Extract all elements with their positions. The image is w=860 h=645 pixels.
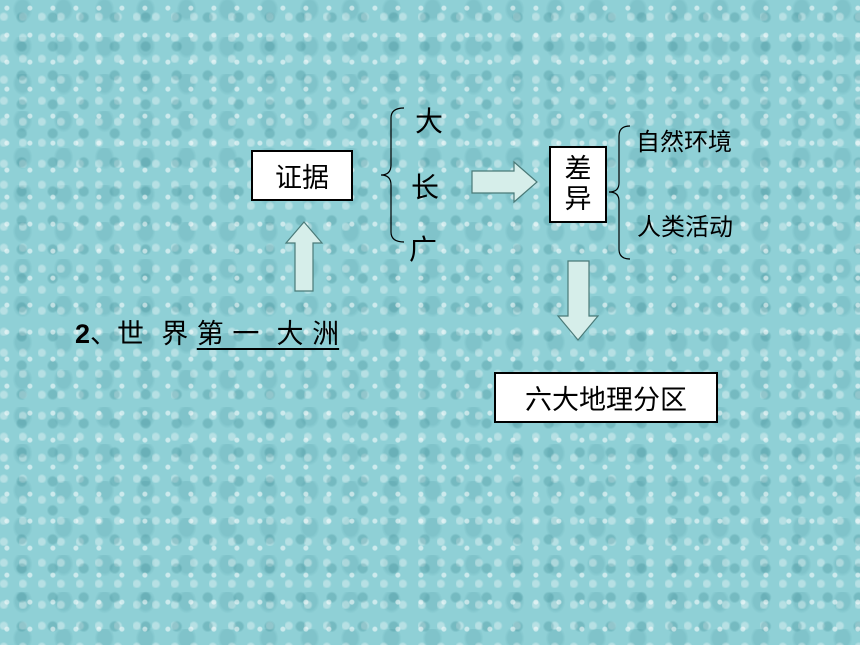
difference-label-bottom: 异 xyxy=(564,183,592,215)
arrow-up xyxy=(284,221,324,292)
brace-factors xyxy=(608,125,631,260)
evidence-box: 证据 xyxy=(251,150,353,201)
brace-features xyxy=(380,107,405,243)
heading-plain: 、世 界 xyxy=(90,319,197,350)
regions-label: 六大地理分区 xyxy=(525,385,687,416)
factor-human-activity: 人类活动 xyxy=(637,213,733,241)
arrow-right xyxy=(471,160,538,204)
regions-box: 六大地理分区 xyxy=(494,372,718,423)
factor-natural-environment: 自然环境 xyxy=(636,128,732,156)
difference-label-top: 差 xyxy=(564,153,592,185)
heading-underlined: 第 一 大 洲 xyxy=(196,319,340,350)
feature-wide: 广 xyxy=(409,233,438,266)
difference-box: 差 异 xyxy=(549,146,607,223)
feature-long: 长 xyxy=(411,171,440,204)
arrow-down xyxy=(556,260,600,341)
evidence-label: 证据 xyxy=(275,163,329,194)
heading-number: 2 xyxy=(75,319,91,349)
heading-line: 2、世 界 第 一 大 洲 xyxy=(75,312,339,351)
feature-large: 大 xyxy=(415,105,444,138)
